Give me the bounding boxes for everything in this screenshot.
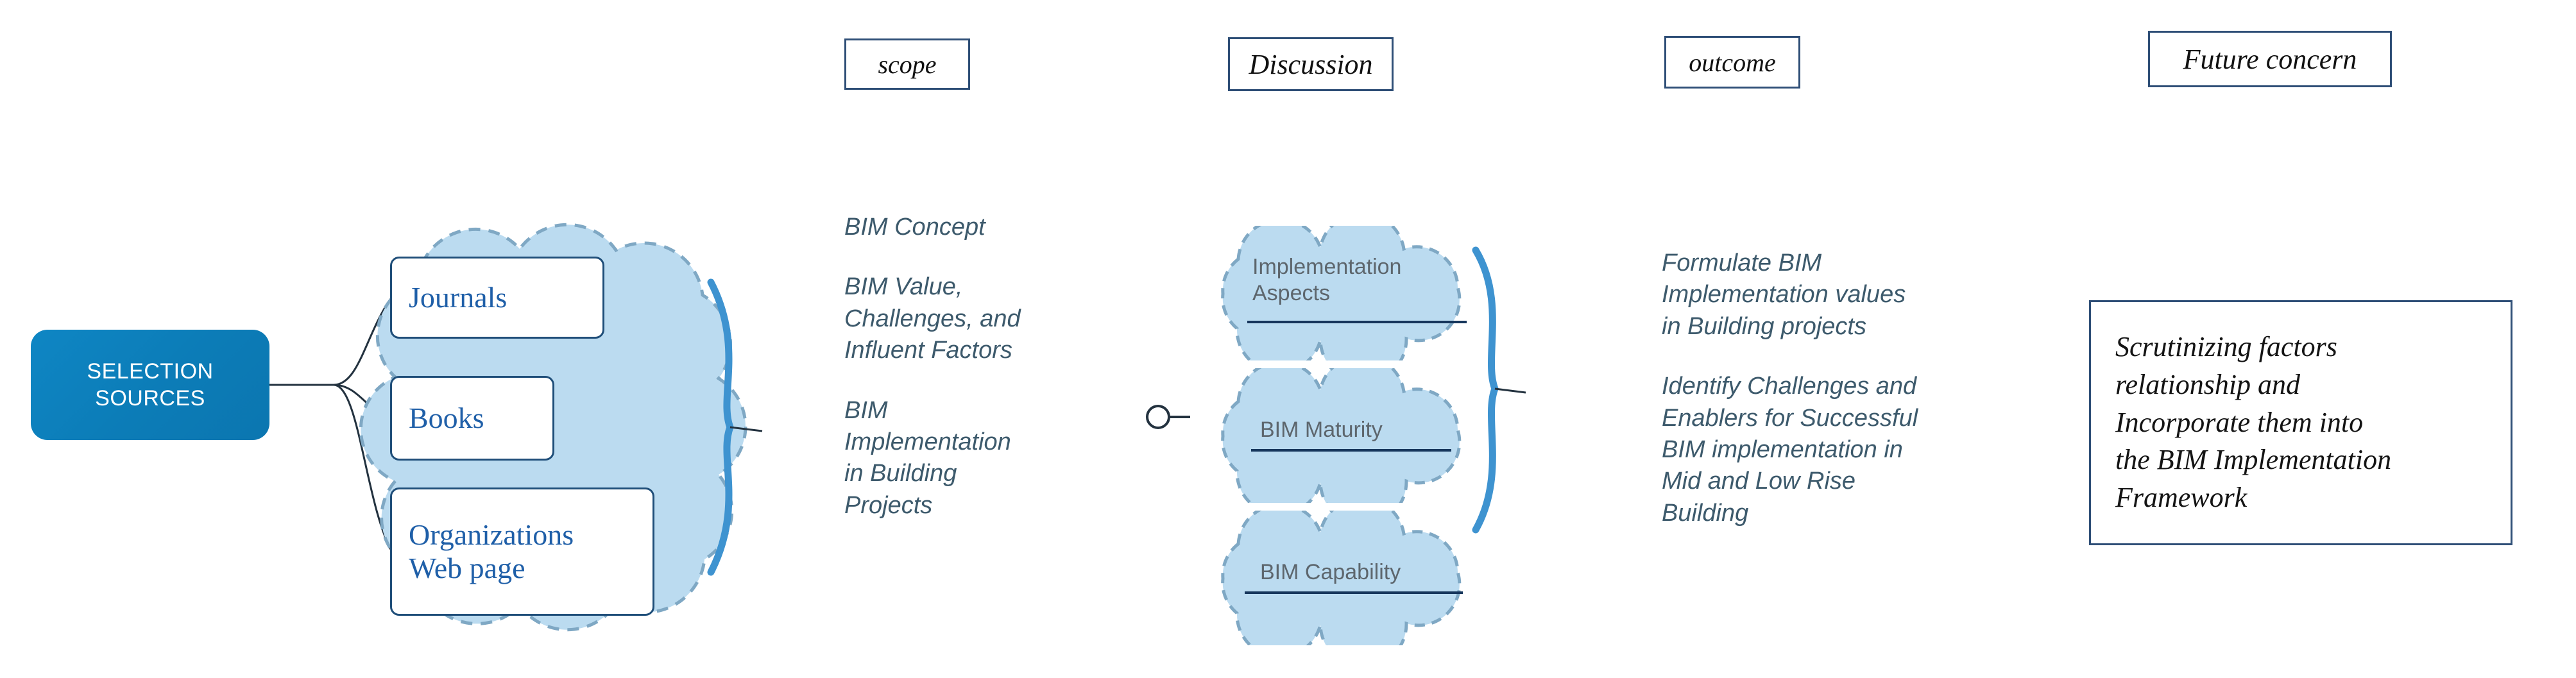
scope-item: BIM Value, Challenges, and Influent Fact… [844,273,1021,364]
header-box-discussion[interactable]: Discussion [1228,37,1394,91]
future-concern-box[interactable]: Scrutinizing factors relationship and In… [2089,300,2512,545]
cloud-brace-tip [729,426,763,432]
selection-sources-line1: SELECTION [87,359,214,384]
header-box-scope[interactable]: scope [844,38,970,90]
header-label-discussion: Discussion [1249,48,1373,80]
discussion-cloud-implementation-aspects[interactable] [1192,226,1494,360]
discussion-underline [1247,321,1467,323]
source-box-journals[interactable]: Journals [390,257,604,339]
source-label-organizations-web-page: Organizations Web page [409,518,574,584]
source-label-books: Books [409,402,484,435]
discussion-underline [1245,591,1463,594]
header-box-future-concern[interactable]: Future concern [2148,31,2392,87]
header-label-future-concern: Future concern [2183,43,2357,75]
future-concern-text: Scrutinizing factors relationship and In… [2115,330,2392,514]
collapse-circle-icon[interactable] [1146,405,1170,429]
source-box-organizations-web-page[interactable]: Organizations Web page [390,487,654,616]
outcome-item: Formulate BIM Implementation values in B… [1662,250,1906,340]
selection-sources-node[interactable]: SELECTION SOURCES [31,330,269,440]
discussion-label: BIM Capability [1260,560,1401,584]
source-label-journals: Journals [409,281,508,314]
selection-sources-line2: SOURCES [95,386,205,411]
header-box-outcome[interactable]: outcome [1664,36,1800,89]
discussion-underline [1251,449,1451,452]
discussion-brace-tip [1494,387,1526,394]
discussion-label: BIM Maturity [1260,418,1383,442]
discussion-label: Implementation Aspects [1252,255,1402,306]
scope-item: BIM Implementation in Building Projects [844,396,1011,519]
header-label-outcome: outcome [1689,47,1776,77]
discussion-cloud-bim-maturity[interactable] [1192,368,1494,503]
discussion-collapse-node [1146,405,1190,429]
scope-item: BIM Concept [844,214,985,241]
source-box-books[interactable]: Books [390,376,554,461]
header-label-scope: scope [878,49,937,79]
scope-column: BIM Concept BIM Value, Challenges, and I… [844,212,1101,550]
discussion-cloud-bim-capability[interactable] [1192,511,1494,645]
outcome-item: Identify Challenges and Enablers for Suc… [1662,373,1918,527]
outcome-column: Formulate BIM Implementation values in B… [1662,248,2047,557]
source-cloud-shape [334,205,763,648]
